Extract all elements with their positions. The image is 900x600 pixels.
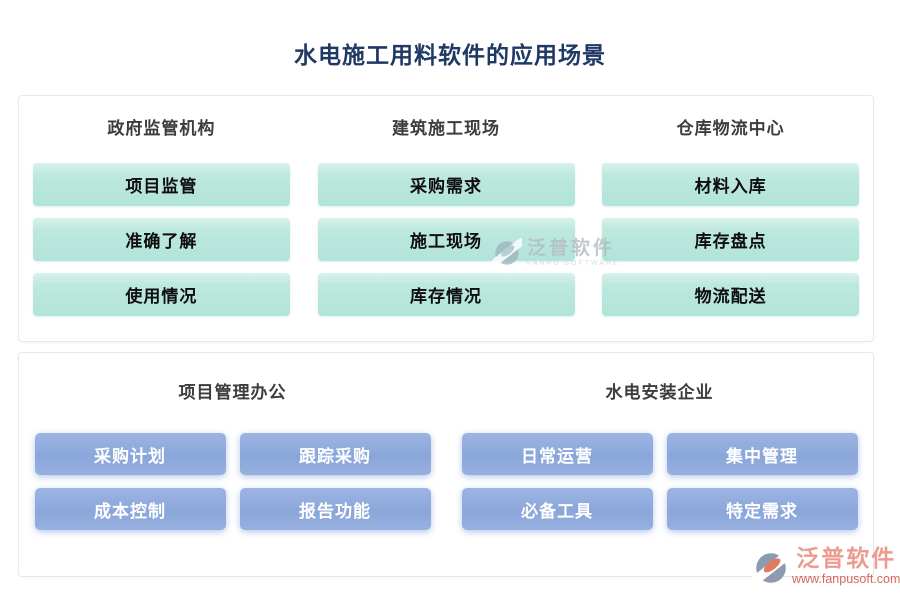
scenario-button[interactable]: 成本控制 xyxy=(34,488,226,530)
scenario-button[interactable]: 采购计划 xyxy=(34,433,226,475)
scenario-button[interactable]: 库存盘点 xyxy=(602,218,860,261)
panel-scenarios-top: 政府监管机构 项目监管 准确了解 使用情况 建筑施工现场 采购需求 施工现场 库… xyxy=(18,95,874,342)
group-header: 项目管理办公 xyxy=(178,383,287,402)
scenario-button[interactable]: 采购需求 xyxy=(317,163,575,206)
group-construction-site: 建筑施工现场 采购需求 施工现场 库存情况 xyxy=(304,96,589,341)
scenario-button[interactable]: 项目监管 xyxy=(32,163,290,206)
page-title: 水电施工用料软件的应用场景 xyxy=(294,42,606,68)
scenario-button[interactable]: 特定需求 xyxy=(666,488,858,530)
scenario-button[interactable]: 跟踪采购 xyxy=(239,433,431,475)
group-installation-enterprise: 水电安装企业 日常运营 集中管理 必备工具 特定需求 xyxy=(446,353,873,576)
group-header: 仓库物流中心 xyxy=(676,119,785,138)
group-warehouse-logistics: 仓库物流中心 材料入库 库存盘点 物流配送 xyxy=(588,96,873,341)
group-government: 政府监管机构 项目监管 准确了解 使用情况 xyxy=(19,96,304,341)
group-header: 水电安装企业 xyxy=(605,383,714,402)
group-header: 建筑施工现场 xyxy=(392,119,500,138)
scenario-button[interactable]: 物流配送 xyxy=(602,273,860,316)
scenario-button[interactable]: 材料入库 xyxy=(602,163,860,206)
panel-scenarios-bottom: 项目管理办公 采购计划 跟踪采购 成本控制 报告功能 水电安装企业 日常运营 集… xyxy=(18,352,874,577)
scenario-button[interactable]: 施工现场 xyxy=(317,218,575,261)
scenario-button[interactable]: 集中管理 xyxy=(666,433,858,475)
scenario-button[interactable]: 必备工具 xyxy=(461,488,653,530)
scenario-button[interactable]: 准确了解 xyxy=(32,218,290,261)
group-header: 政府监管机构 xyxy=(107,119,216,138)
scenario-button[interactable]: 使用情况 xyxy=(32,273,290,316)
scenario-button[interactable]: 日常运营 xyxy=(461,433,653,475)
scenario-button[interactable]: 报告功能 xyxy=(239,488,431,530)
group-project-management: 项目管理办公 采购计划 跟踪采购 成本控制 报告功能 xyxy=(19,353,446,576)
scenario-button[interactable]: 库存情况 xyxy=(317,273,575,316)
